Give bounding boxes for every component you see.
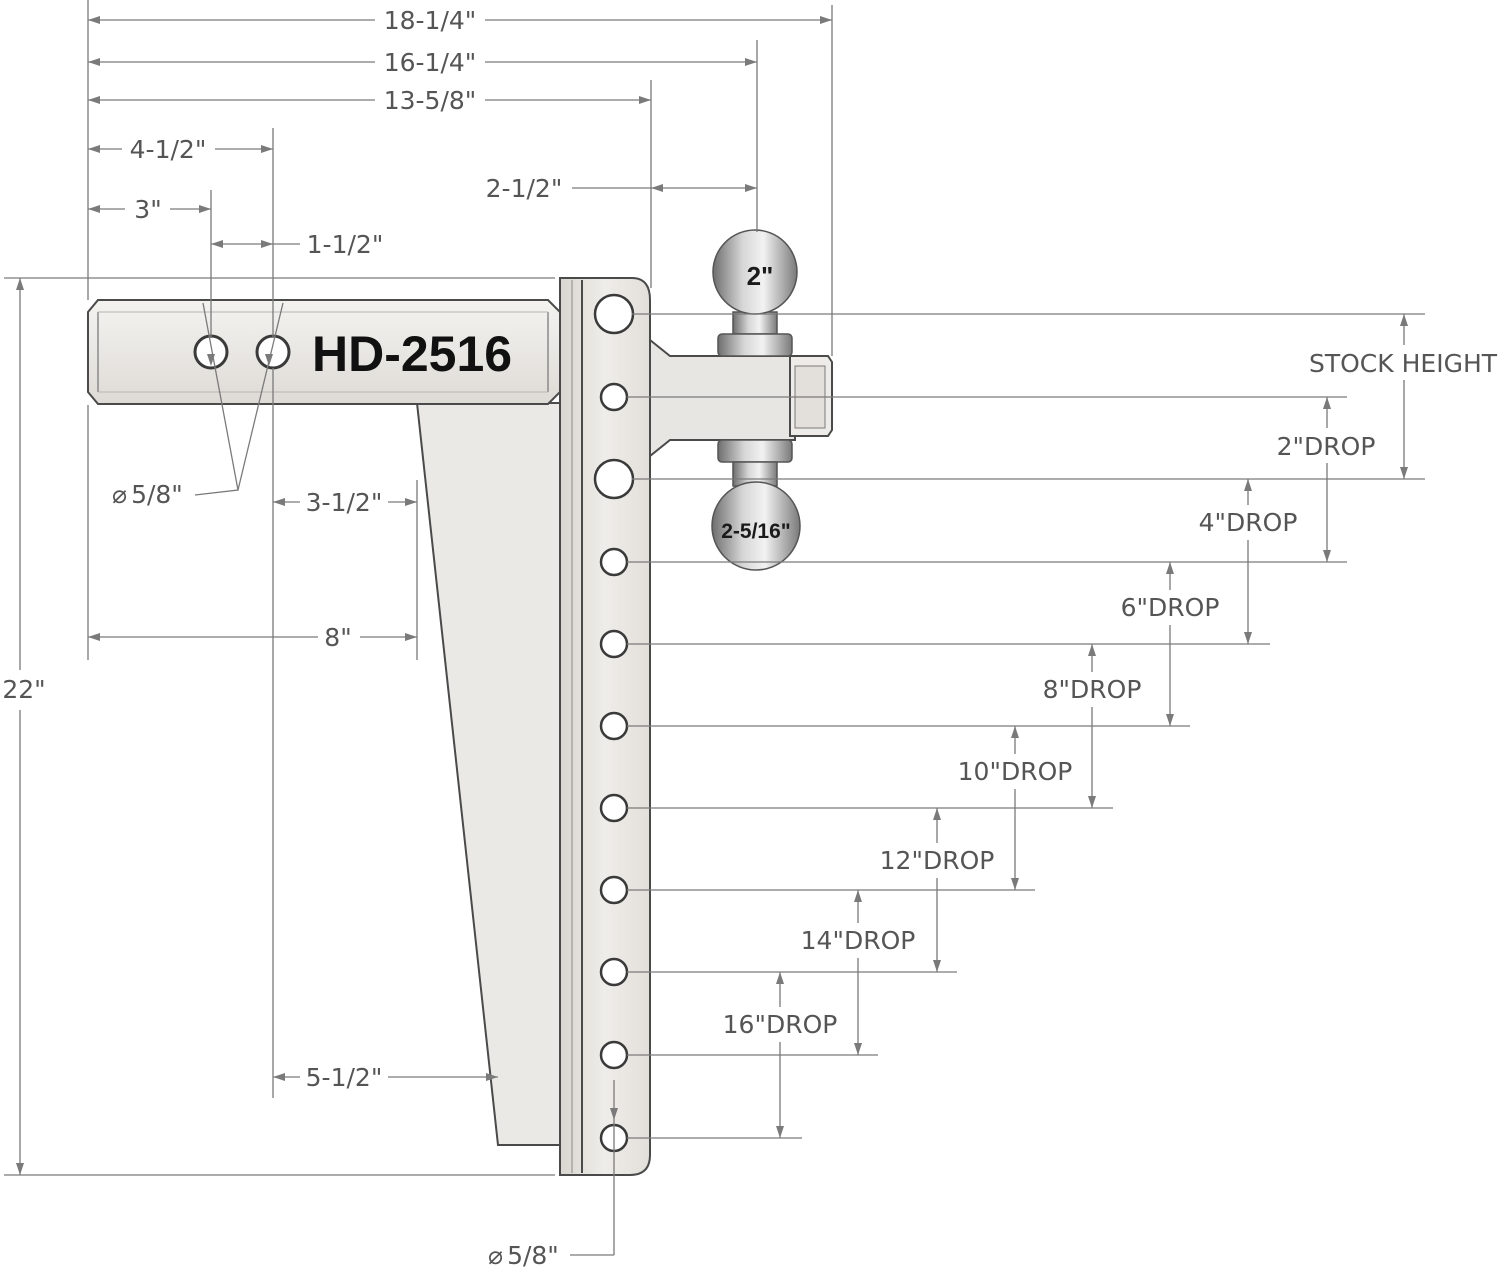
gusset	[415, 402, 561, 1146]
dimension-lines	[4, 0, 1425, 1256]
drop-label-stock: STOCK HEIGHT	[1309, 349, 1498, 378]
ball-mount-neck	[649, 337, 796, 459]
drop-label-2: 2"DROP	[1277, 432, 1376, 461]
riser-holes	[593, 293, 635, 1153]
dim-riser-hole-diameter: ⌀5/8"	[488, 1241, 559, 1270]
dim-gusset-bottom: 5-1/2"	[306, 1063, 383, 1092]
drop-label-16: 16"DROP	[723, 1010, 838, 1039]
shank-tube	[87, 299, 561, 405]
dim-pin-hole-1: 3"	[134, 195, 161, 224]
drop-label-12: 12"DROP	[880, 846, 995, 875]
dim-ball-center-length: 16-1/4"	[384, 48, 477, 77]
ball-2in: 2"	[712, 229, 798, 357]
riser-hole	[599, 957, 629, 987]
dimension-labels: 18-1/4" 16-1/4" 13-5/8" 4-1/2" 3" 1-1/2"…	[2, 6, 1497, 1270]
riser-hole	[599, 793, 629, 823]
dim-shank-length: 8"	[324, 623, 351, 652]
ball-size-bottom: 2-5/16"	[721, 520, 791, 543]
dim-hole-spacing: 1-1/2"	[307, 230, 384, 259]
riser-hole	[599, 629, 629, 659]
riser-hole	[593, 458, 635, 500]
riser-hole	[599, 547, 629, 577]
dim-gusset-top: 3-1/2"	[306, 488, 383, 517]
riser-hole	[599, 711, 629, 741]
hitch-part: HD-2516 2" 2-5/16"	[87, 229, 833, 1176]
drop-label-14: 14"DROP	[801, 926, 916, 955]
ball-2-5-16in: 2-5/16"	[711, 439, 801, 571]
drop-label-6: 6"DROP	[1121, 593, 1220, 622]
dim-shank-to-riser: 13-5/8"	[384, 86, 477, 115]
shank-pin-hole	[255, 334, 291, 370]
dim-pin-hole-2: 4-1/2"	[130, 135, 207, 164]
riser-hole	[593, 293, 635, 335]
riser-hole	[599, 382, 629, 412]
ball-size-top: 2"	[747, 261, 774, 291]
riser-hole	[599, 1040, 629, 1070]
dim-shank-hole-diameter: ⌀5/8"	[112, 480, 183, 509]
dim-ball-offset: 2-1/2"	[486, 174, 563, 203]
dim-overall-length: 18-1/4"	[384, 6, 477, 35]
drop-label-8: 8"DROP	[1043, 675, 1142, 704]
riser-hole	[599, 875, 629, 905]
drop-label-10: 10"DROP	[958, 757, 1073, 786]
drop-label-4: 4"DROP	[1199, 508, 1298, 537]
dim-overall-height: 22"	[2, 675, 45, 704]
model-label: HD-2516	[312, 326, 512, 382]
